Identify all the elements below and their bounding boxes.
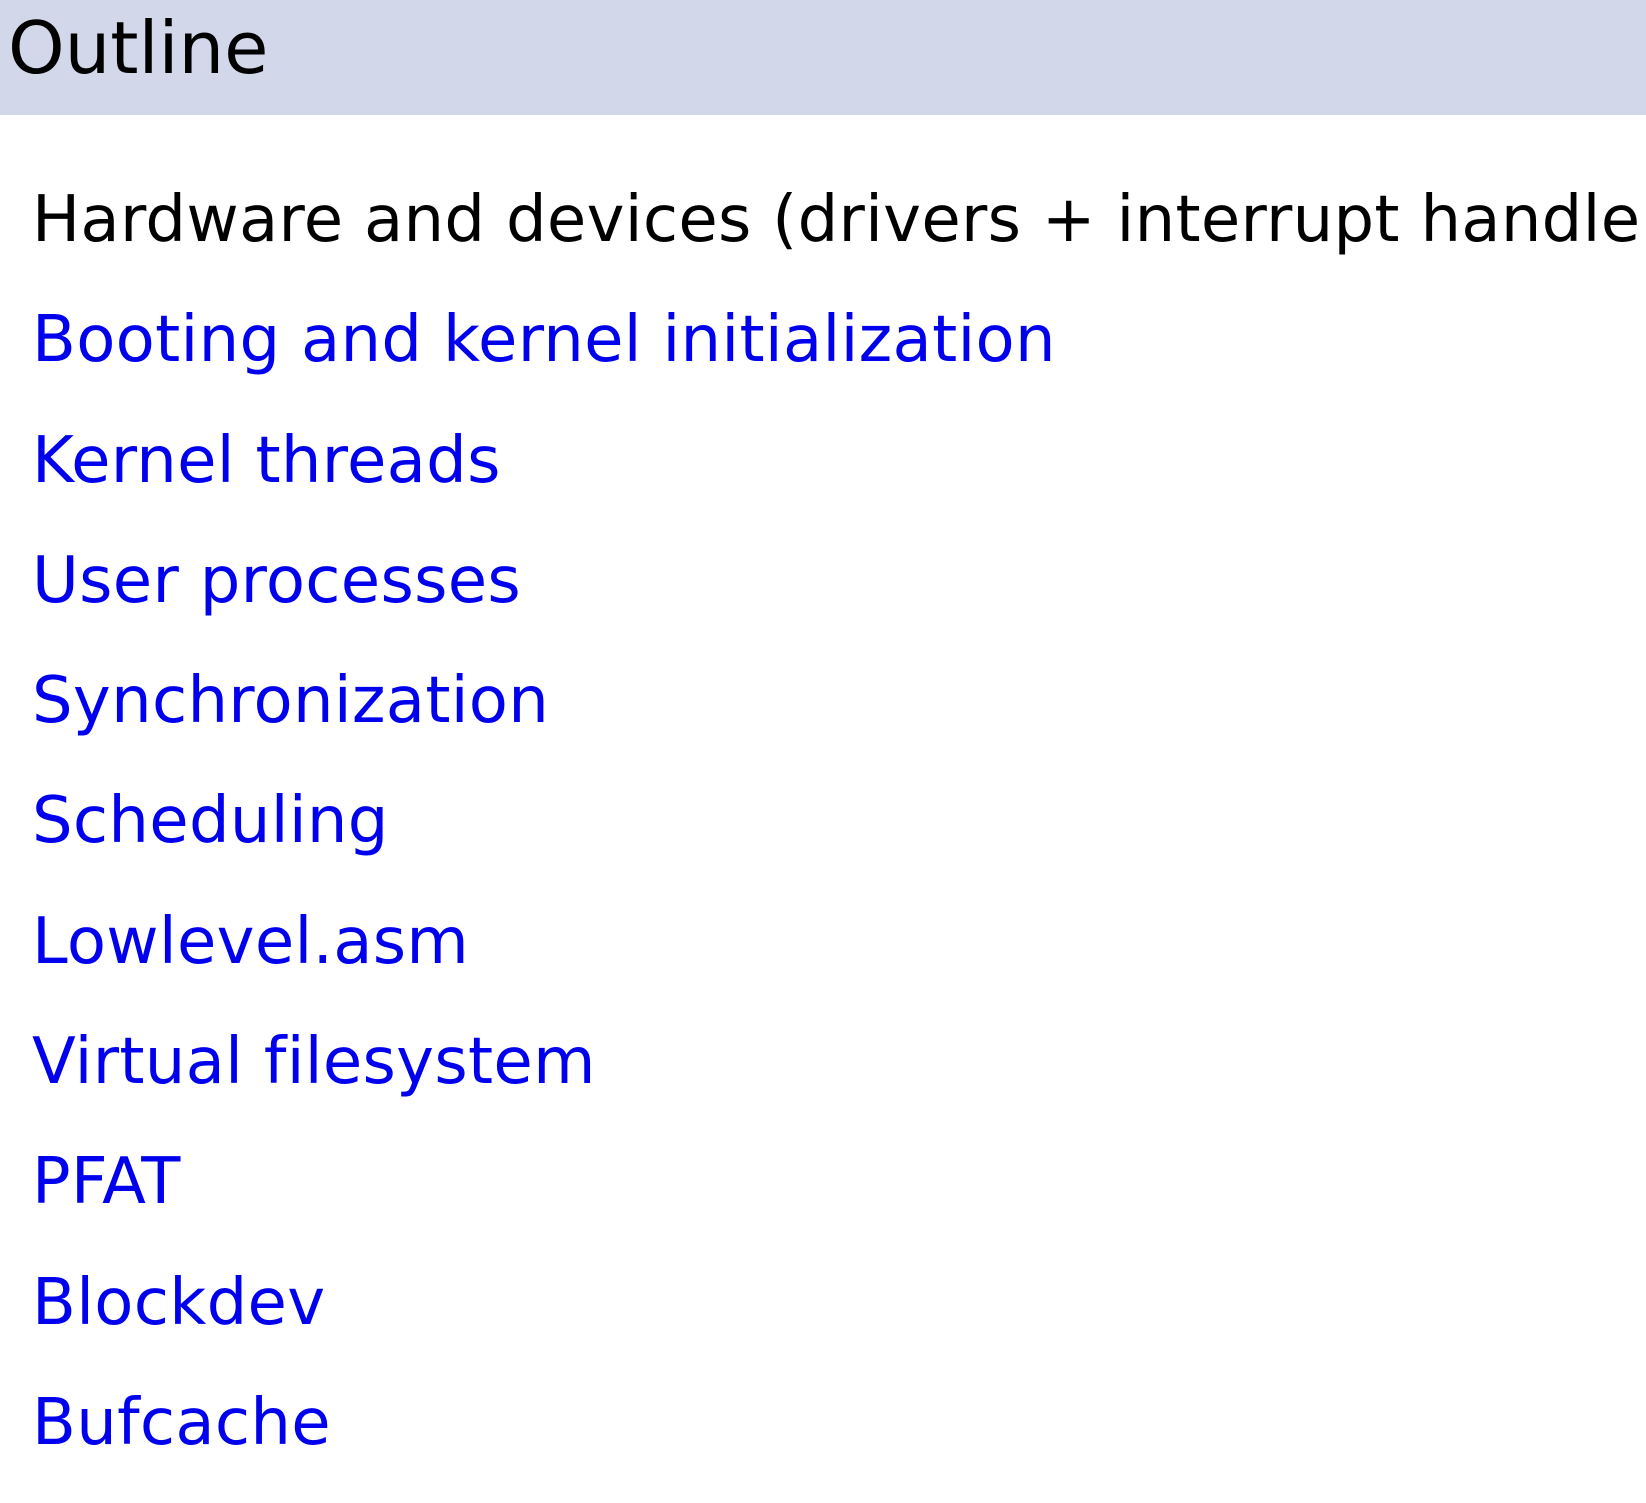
page-title: Outline <box>8 6 269 90</box>
outline-item-user-processes[interactable]: User processes <box>32 543 522 618</box>
outline-item-hardware-and-devices[interactable]: Hardware and devices (drivers + interrup… <box>32 183 1646 257</box>
outline-item-blockdev[interactable]: Blockdev <box>32 1265 326 1340</box>
outline-item-scheduling[interactable]: Scheduling <box>32 784 389 859</box>
outline-item-kernel-threads[interactable]: Kernel threads <box>32 423 501 498</box>
outline-item-synchronization[interactable]: Synchronization <box>32 664 550 739</box>
outline-item-booting-and-kernel-initialization[interactable]: Booting and kernel initialization <box>32 303 1056 378</box>
outline-item-bufcache[interactable]: Bufcache <box>32 1385 331 1460</box>
outline-list: Hardware and devices (drivers + interrup… <box>32 180 1646 1503</box>
outline-item-lowlevel-asm[interactable]: Lowlevel.asm <box>32 904 470 979</box>
outline-header-bar: Outline <box>0 0 1646 115</box>
outline-item-virtual-filesystem[interactable]: Virtual filesystem <box>32 1025 596 1100</box>
outline-item-pfat[interactable]: PFAT <box>32 1145 181 1220</box>
